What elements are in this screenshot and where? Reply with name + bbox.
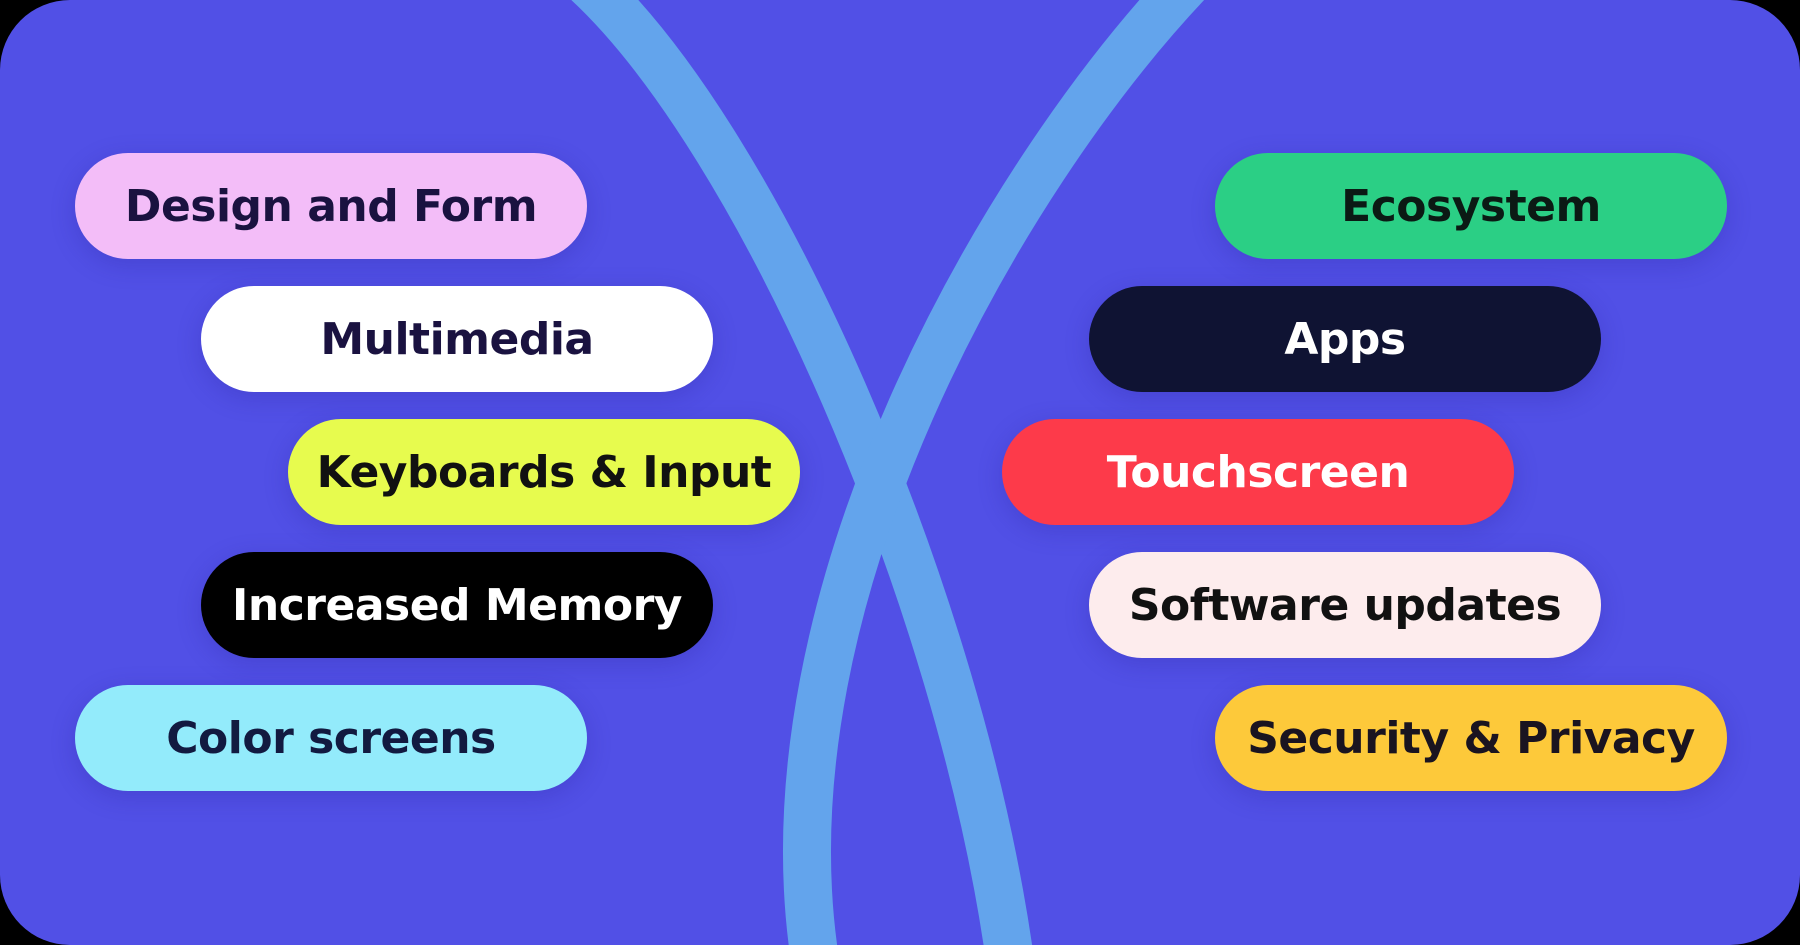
pill-software-updates: Software updates	[1089, 552, 1601, 658]
pill-label: Color screens	[166, 712, 496, 764]
pill-increased-memory: Increased Memory	[201, 552, 713, 658]
pill-ecosystem: Ecosystem	[1215, 153, 1727, 259]
pill-label: Software updates	[1128, 579, 1562, 631]
pill-security-privacy: Security & Privacy	[1215, 685, 1727, 791]
pill-touchscreen: Touchscreen	[1002, 419, 1514, 525]
pill-multimedia: Multimedia	[201, 286, 713, 392]
pill-label: Security & Privacy	[1247, 712, 1695, 764]
left-curve	[571, 0, 1033, 945]
pill-design-and-form: Design and Form	[75, 153, 587, 259]
pill-color-screens: Color screens	[75, 685, 587, 791]
pill-apps: Apps	[1089, 286, 1601, 392]
pill-label: Touchscreen	[1106, 446, 1410, 498]
pill-label: Design and Form	[124, 180, 538, 232]
right-curve	[783, 0, 1205, 945]
pill-label: Apps	[1284, 313, 1406, 365]
pill-label: Increased Memory	[232, 579, 682, 631]
pill-label: Multimedia	[320, 313, 594, 365]
pill-label: Keyboards & Input	[316, 446, 772, 498]
pill-keyboards-input: Keyboards & Input	[288, 419, 800, 525]
pill-label: Ecosystem	[1341, 180, 1601, 232]
